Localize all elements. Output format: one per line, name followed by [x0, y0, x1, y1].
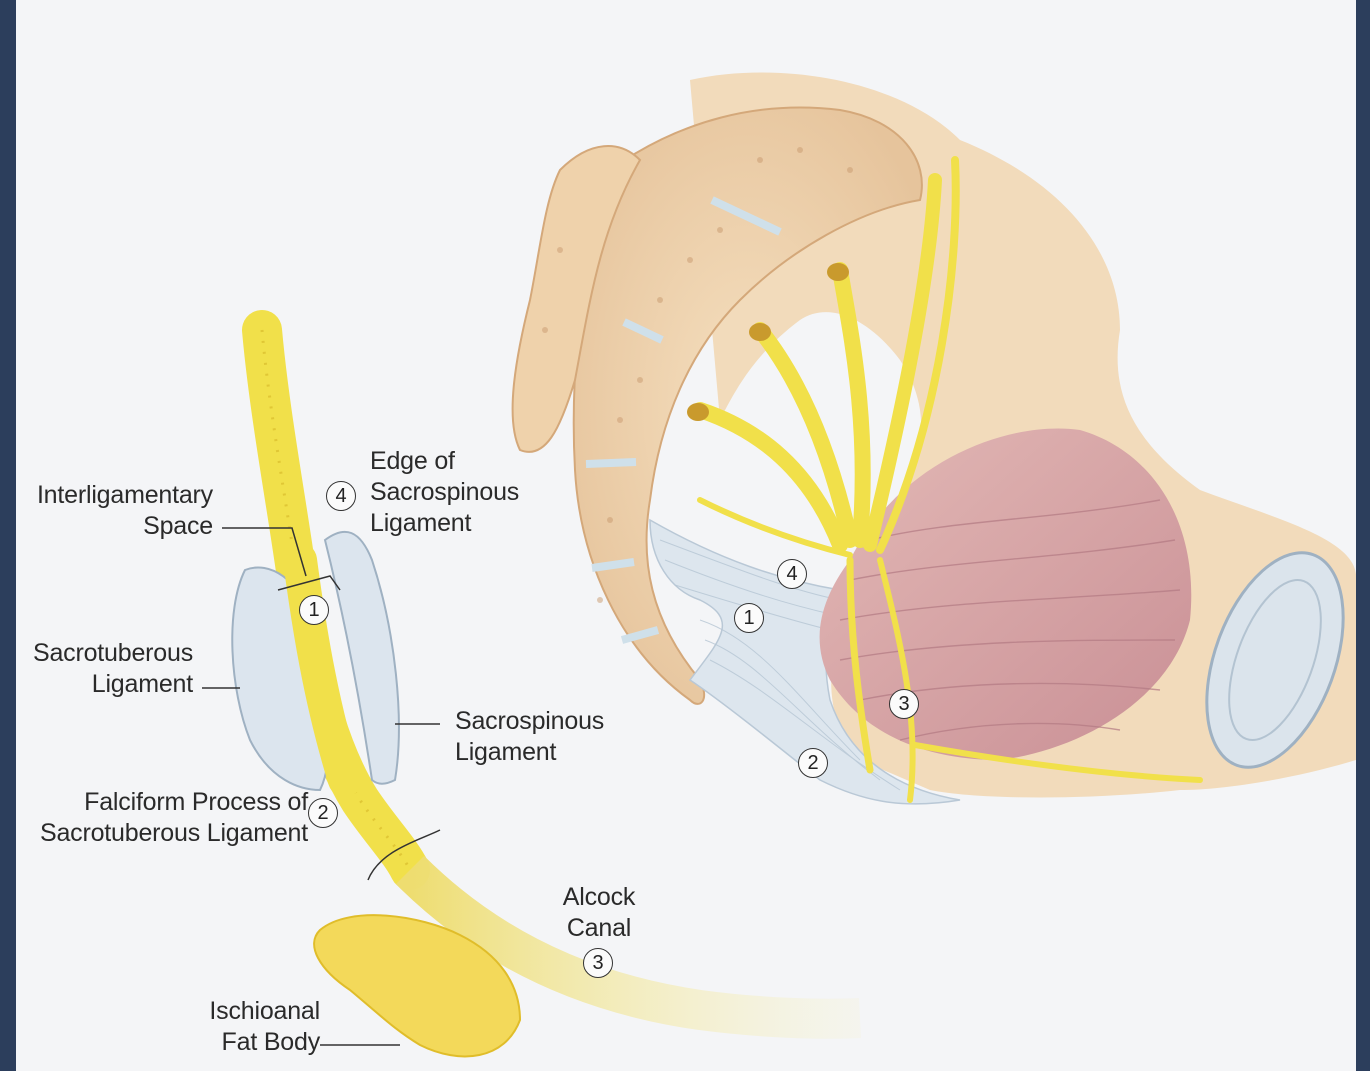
label-alcock-canal: Alcock Canal: [549, 882, 649, 944]
label-falciform-process: Falciform Process of Sacrotuberous Ligam…: [16, 787, 308, 849]
diagram-canvas: Interligamentary Space Edge of Sacrospin…: [16, 0, 1356, 1071]
pelvis-view: [513, 73, 1356, 804]
marker-2-right: 2: [798, 748, 828, 778]
label-sacrotuberous-ligament: Sacrotuberous Ligament: [16, 638, 193, 700]
marker-1-right: 1: [734, 603, 764, 633]
marker-3-left: 3: [583, 948, 613, 978]
marker-2-left: 2: [308, 798, 338, 828]
marker-3-right: 3: [889, 689, 919, 719]
marker-4-left: 4: [326, 481, 356, 511]
illustration: [16, 0, 1356, 1071]
marker-1-left: 1: [299, 595, 329, 625]
label-edge-sacrospinous: Edge of Sacrospinous Ligament: [370, 446, 519, 539]
marker-4-right: 4: [777, 559, 807, 589]
label-ischioanal-fat-body: Ischioanal Fat Body: [126, 996, 320, 1058]
label-interligamentary-space: Interligamentary Space: [16, 480, 213, 542]
label-sacrospinous-ligament: Sacrospinous Ligament: [455, 706, 604, 768]
